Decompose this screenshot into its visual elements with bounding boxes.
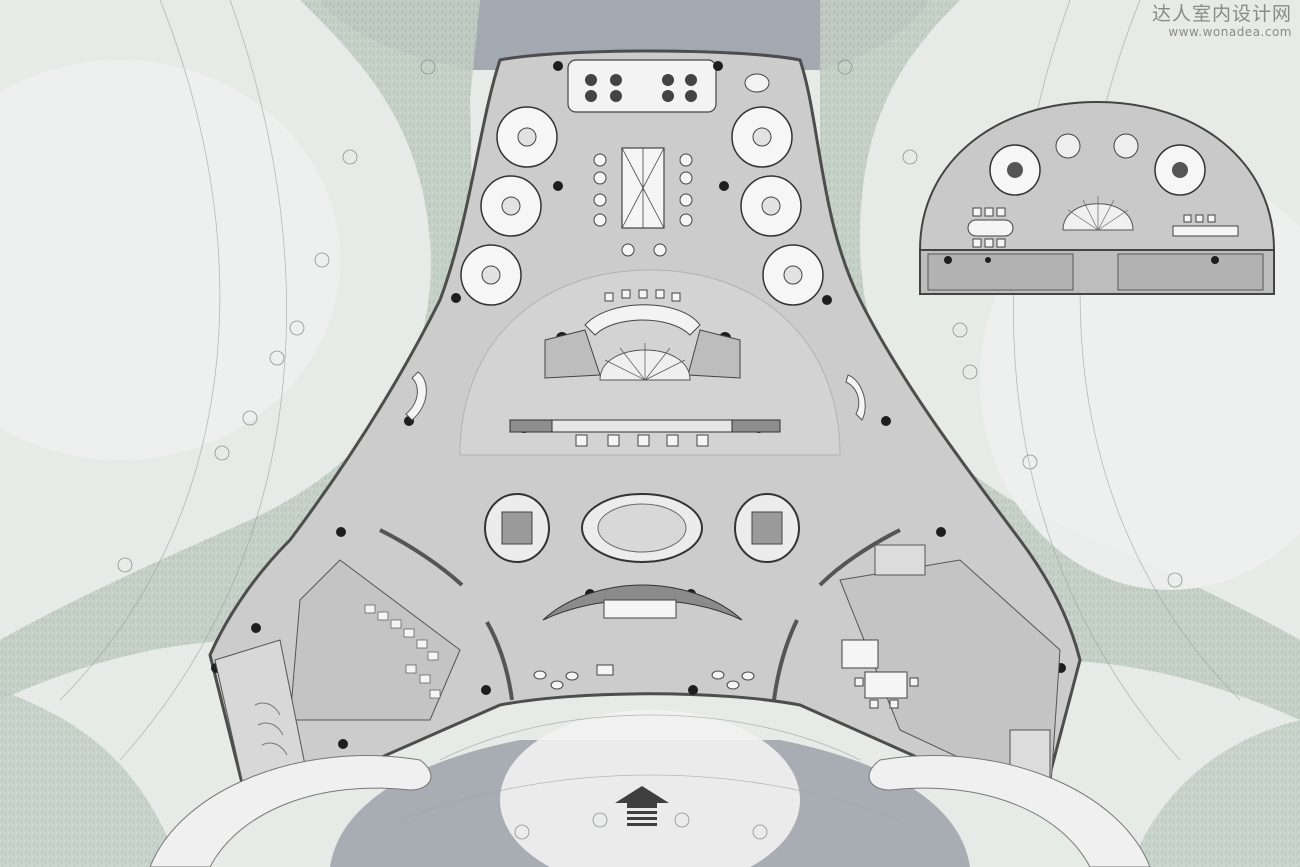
inset-counter (1172, 225, 1239, 237)
auditorium-seats (364, 604, 441, 699)
left-curved-panel (405, 371, 427, 421)
top-lounge-chairs (585, 74, 697, 102)
grass-bottom-left (0, 690, 180, 867)
booth-tables (481, 127, 803, 285)
entrance-wall-left (149, 755, 432, 867)
watermark-title: 达人室内设计网 (1151, 3, 1292, 25)
inset-lounge-left (1055, 133, 1081, 159)
partition-walls (379, 528, 901, 701)
bar-stools (604, 289, 681, 302)
entrance-wall-right (868, 755, 1151, 867)
upper-floor-inset-plan (918, 100, 1276, 295)
office-chairs (854, 677, 919, 709)
entrance-arrow-icon (615, 786, 669, 826)
dining-chairs (593, 153, 693, 257)
bar-counter-arc (584, 304, 701, 336)
right-curved-panel (845, 374, 866, 421)
watermark: 达人室内设计网 www.wonadea.com (1151, 3, 1292, 40)
office-room-top (874, 544, 926, 576)
inset-meeting-table (967, 219, 1014, 237)
top-lounge-sofa-set (567, 59, 717, 113)
grass-bottom-right (1130, 720, 1300, 867)
office-sofa (841, 639, 879, 669)
watermark-url: www.wonadea.com (1168, 24, 1292, 39)
bottom-kiosk (596, 664, 614, 676)
side-table (744, 73, 770, 93)
inset-lounge-right (1113, 133, 1139, 159)
office-meeting-table (864, 671, 908, 699)
bottom-stools (533, 670, 755, 690)
counter-stools (575, 434, 709, 447)
front-desk (603, 599, 677, 619)
